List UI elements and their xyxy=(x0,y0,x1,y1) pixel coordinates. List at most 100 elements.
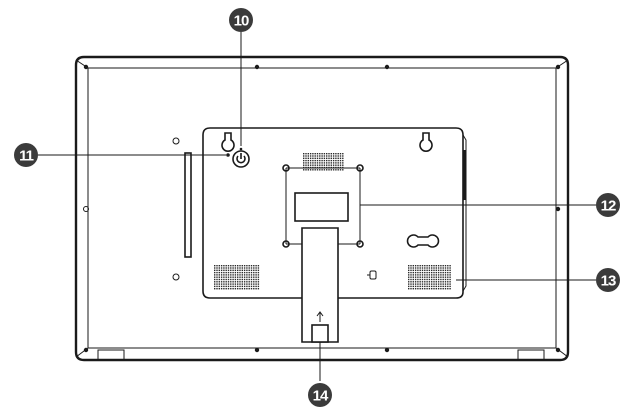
vent-hole xyxy=(246,271,248,274)
vent-hole xyxy=(417,276,419,278)
vent-hole xyxy=(323,157,326,159)
vent-hole xyxy=(220,283,223,285)
vent-hole xyxy=(408,265,410,267)
vent-hole xyxy=(437,274,440,276)
vent-hole xyxy=(424,285,426,288)
vent-hole xyxy=(442,267,444,269)
vent-hole xyxy=(241,278,243,281)
vent-hole xyxy=(328,169,330,171)
vent-hole xyxy=(447,278,449,281)
vent-hole xyxy=(214,269,216,271)
vent-hole xyxy=(408,269,410,271)
vent-hole xyxy=(225,285,227,288)
vent-hole xyxy=(417,271,419,274)
callout-11-label: 11 xyxy=(19,148,34,165)
vent-hole xyxy=(241,276,243,278)
vent-bottom-right xyxy=(408,265,451,290)
vent-hole xyxy=(218,274,220,276)
vent-hole xyxy=(437,265,440,267)
vent-hole xyxy=(216,265,218,267)
callout-12: 12 xyxy=(596,193,620,217)
vent-hole xyxy=(428,281,431,283)
vent-hole xyxy=(218,267,220,269)
vent-hole xyxy=(255,271,257,274)
vent-hole xyxy=(227,267,230,269)
vent-hole xyxy=(303,159,305,162)
vent-hole xyxy=(433,269,435,271)
vent-hole xyxy=(307,157,309,159)
vent-hole xyxy=(248,288,250,290)
vent-hole xyxy=(323,155,326,157)
vent-hole xyxy=(250,285,253,288)
vent-hole xyxy=(421,288,424,290)
vent-hole xyxy=(408,271,410,274)
vent-hole xyxy=(421,274,424,276)
vent-hole xyxy=(246,269,248,271)
vent-hole xyxy=(321,169,323,171)
vent-hole xyxy=(214,278,216,281)
vent-hole xyxy=(230,281,232,283)
vent-hole xyxy=(250,269,253,271)
vent-hole xyxy=(426,288,428,290)
vent-hole xyxy=(447,267,449,269)
vent-hole xyxy=(303,169,305,171)
vent-hole xyxy=(421,285,424,288)
vent-hole xyxy=(330,159,332,162)
vent-hole xyxy=(428,271,431,274)
vent-hole xyxy=(214,285,216,288)
vent-hole xyxy=(305,155,307,157)
vent-hole xyxy=(414,283,417,285)
vent-hole xyxy=(412,274,414,276)
vent-hole xyxy=(323,159,326,162)
vent-hole xyxy=(314,159,316,162)
vent-hole xyxy=(426,271,428,274)
vent-hole xyxy=(316,155,319,157)
vent-hole xyxy=(316,157,319,159)
vent-hole xyxy=(303,164,305,166)
vent-hole xyxy=(433,288,435,290)
vent-hole xyxy=(335,155,337,157)
vent-hole xyxy=(227,269,230,271)
vent-hole xyxy=(424,271,426,274)
vent-hole xyxy=(243,281,246,283)
vent-hole xyxy=(414,278,417,281)
vent-hole xyxy=(417,278,419,281)
vent-hole xyxy=(444,285,447,288)
vent-hole xyxy=(225,267,227,269)
vent-hole xyxy=(214,288,216,290)
vent-hole xyxy=(223,271,225,274)
vent-hole xyxy=(314,157,316,159)
vent-hole xyxy=(426,269,428,271)
vent-hole xyxy=(314,162,316,164)
vent-hole xyxy=(307,155,309,157)
vent-hole xyxy=(339,153,342,155)
vent-hole xyxy=(257,274,260,276)
vent-hole xyxy=(237,274,239,276)
vent-hole xyxy=(250,274,253,276)
vent-hole xyxy=(431,288,433,290)
vent-hole xyxy=(220,276,223,278)
vent-hole xyxy=(339,159,342,162)
vent-hole xyxy=(435,285,437,288)
vent-hole xyxy=(218,283,220,285)
vent-hole xyxy=(223,288,225,290)
vent-hole xyxy=(419,285,421,288)
vent-hole xyxy=(220,269,223,271)
vent-hole xyxy=(223,283,225,285)
vent-hole xyxy=(312,162,314,164)
vent-hole xyxy=(223,269,225,271)
vent-hole xyxy=(239,265,241,267)
power-button[interactable] xyxy=(232,147,250,168)
vent-hole xyxy=(444,271,447,274)
vent-hole xyxy=(440,283,442,285)
vent-hole xyxy=(444,265,447,267)
vent-hole xyxy=(234,285,237,288)
vent-hole xyxy=(426,278,428,281)
vent-hole xyxy=(248,283,250,285)
vent-hole xyxy=(307,162,309,164)
vent-hole xyxy=(309,162,312,164)
vent-hole xyxy=(248,274,250,276)
vent-hole xyxy=(326,169,328,171)
vent-hole xyxy=(332,157,335,159)
